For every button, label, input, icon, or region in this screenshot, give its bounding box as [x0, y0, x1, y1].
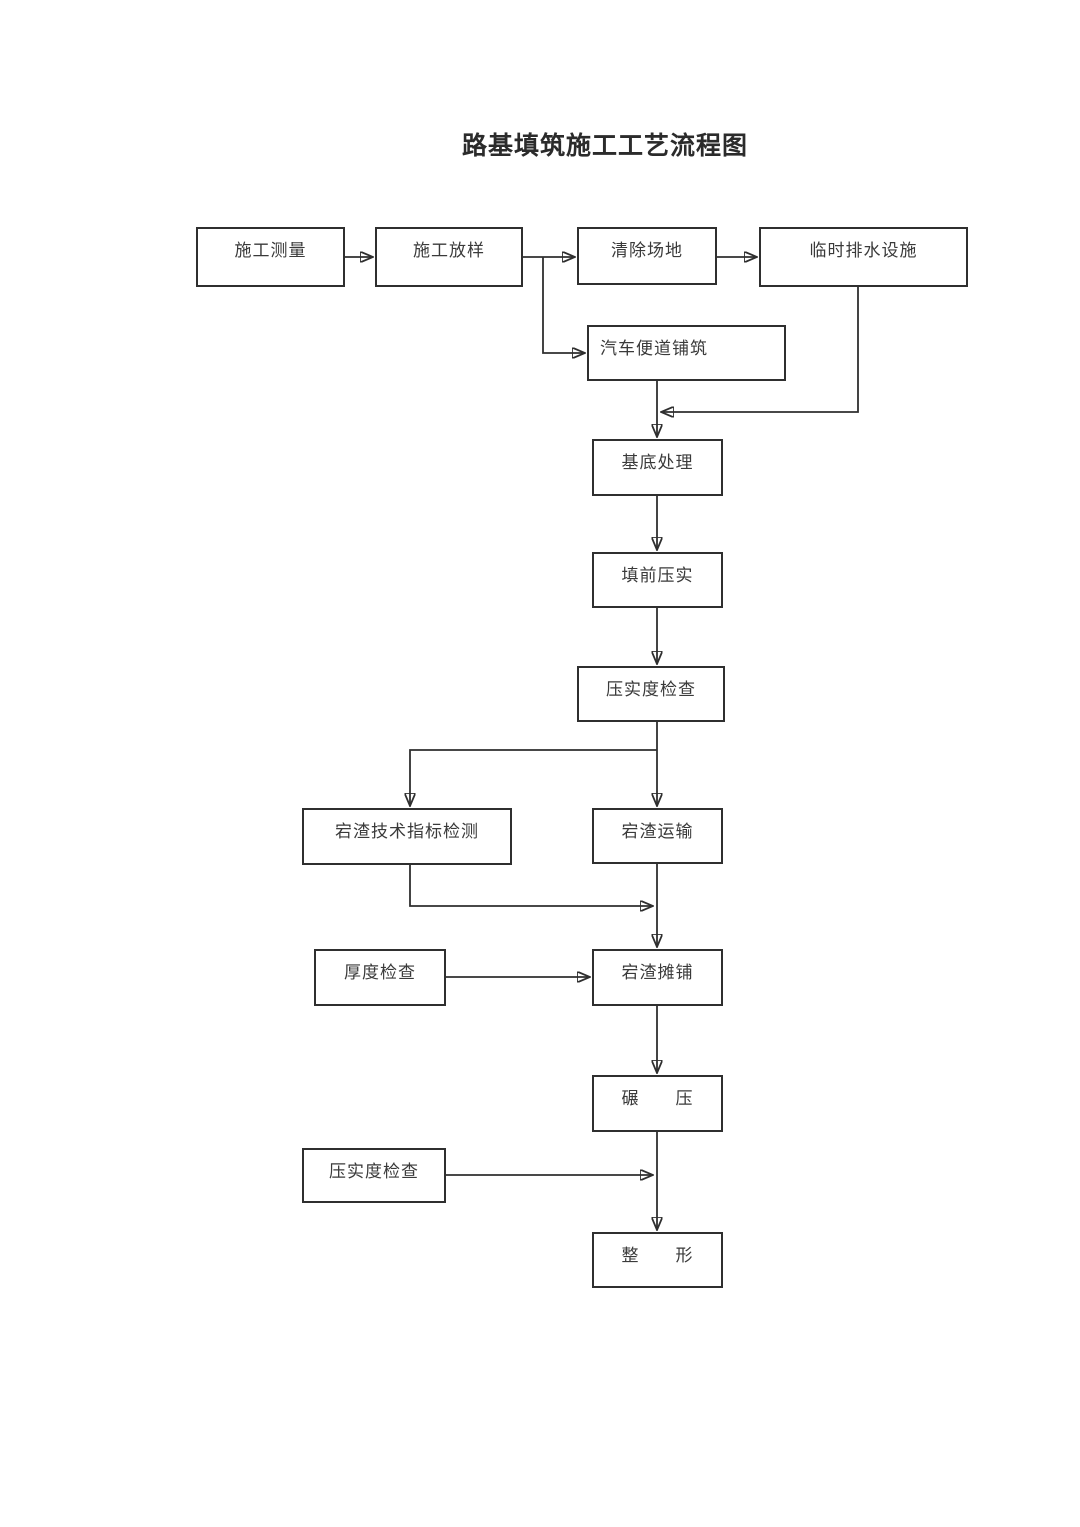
node-slag-spreading-label: 宕渣摊铺 [621, 963, 694, 982]
node-shaping: 整 形 [592, 1232, 723, 1288]
node-base-treatment-label: 基底处理 [621, 453, 694, 472]
node-temp-road: 汽车便道铺筑 [587, 325, 786, 381]
node-stakeout: 施工放样 [375, 227, 523, 287]
node-temp-road-label: 汽车便道铺筑 [600, 339, 708, 358]
node-base-treatment: 基底处理 [592, 439, 723, 496]
node-clear-site: 清除场地 [577, 227, 717, 285]
node-compaction-check-1-label: 压实度检查 [606, 680, 696, 699]
node-pre-fill-compaction: 填前压实 [592, 552, 723, 608]
connector-compaction-check-1-to-slag-index-test [410, 749, 657, 806]
node-survey-label: 施工测量 [234, 241, 307, 260]
node-compaction-check-1: 压实度检查 [577, 666, 725, 722]
node-temp-drainage-label: 临时排水设施 [809, 241, 918, 260]
node-rolling: 碾 压 [592, 1075, 723, 1132]
node-shaping-label: 整 形 [621, 1246, 694, 1265]
node-survey: 施工测量 [196, 227, 345, 287]
connector-slag-index-test-to-merge [409, 865, 653, 906]
node-slag-spreading: 宕渣摊铺 [592, 949, 723, 1006]
node-compaction-check-2: 压实度检查 [302, 1148, 446, 1203]
node-slag-index-test: 宕渣技术指标检测 [302, 808, 512, 865]
node-rolling-label: 碾 压 [621, 1089, 694, 1108]
node-clear-site-label: 清除场地 [611, 241, 683, 260]
node-temp-drainage: 临时排水设施 [759, 227, 968, 287]
node-slag-transport: 宕渣运输 [592, 808, 723, 864]
node-thickness-check: 厚度检查 [314, 949, 446, 1006]
node-compaction-check-2-label: 压实度检查 [329, 1162, 419, 1181]
node-slag-index-test-label: 宕渣技术指标检测 [335, 822, 479, 841]
node-pre-fill-compaction-label: 填前压实 [621, 566, 694, 585]
page-title: 路基填筑施工工艺流程图 [461, 133, 749, 160]
node-slag-transport-label: 宕渣运输 [621, 822, 694, 841]
node-stakeout-label: 施工放样 [413, 241, 485, 260]
node-thickness-check-label: 厚度检查 [344, 963, 416, 982]
